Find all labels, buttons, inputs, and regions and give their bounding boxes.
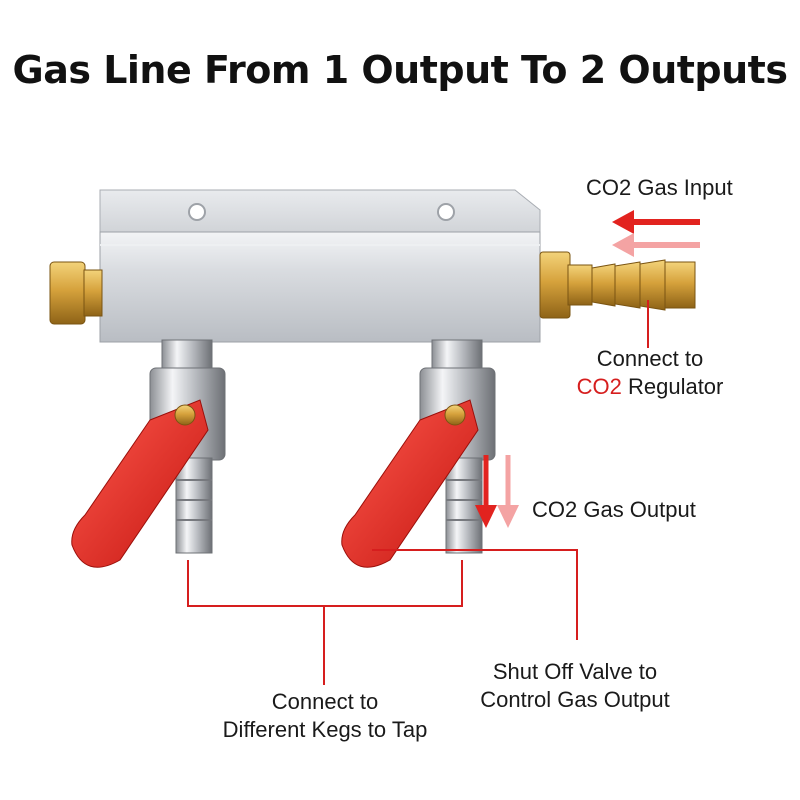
callout-lines xyxy=(187,300,649,685)
connect-regulator-line1: Connect to xyxy=(596,346,704,371)
input-barb-fitting xyxy=(539,251,696,319)
co2-highlight: CO2 xyxy=(576,374,622,399)
kegs-line2: Different Kegs to Tap xyxy=(222,717,428,742)
shutoff-line2: Control Gas Output xyxy=(480,687,670,712)
kegs-line1: Connect to xyxy=(271,689,379,714)
arrow-left-icon xyxy=(612,210,634,234)
arrow-down-icon xyxy=(497,505,519,528)
arrow-down-icon xyxy=(475,505,497,528)
left-shutoff-valve xyxy=(71,339,226,568)
kegs-label: Connect to Different Kegs to Tap xyxy=(190,688,460,744)
connect-regulator-label: Connect to CO2 Regulator xyxy=(560,345,740,401)
gas-input-label: CO2 Gas Input xyxy=(586,175,733,200)
gas-input-arrows xyxy=(612,210,700,257)
gas-output-label: CO2 Gas Output xyxy=(532,497,696,522)
gas-output-arrows xyxy=(475,455,519,528)
connect-regulator-line2: CO2 Regulator xyxy=(560,373,740,401)
left-valve-handle xyxy=(71,399,209,568)
diagram-title: Gas Line From 1 Output To 2 Outputs xyxy=(12,48,788,92)
arrow-left-icon xyxy=(612,233,634,257)
shutoff-valve-label: Shut Off Valve to Control Gas Output xyxy=(440,658,710,714)
left-brass-plug xyxy=(49,261,103,325)
mount-hole-icon xyxy=(437,203,455,221)
right-shutoff-valve xyxy=(341,339,496,568)
manifold-body xyxy=(99,189,541,343)
shutoff-line1: Shut Off Valve to xyxy=(492,659,658,684)
regulator-text: Regulator xyxy=(621,374,724,399)
mount-hole-icon xyxy=(188,203,206,221)
right-valve-handle xyxy=(341,399,479,568)
